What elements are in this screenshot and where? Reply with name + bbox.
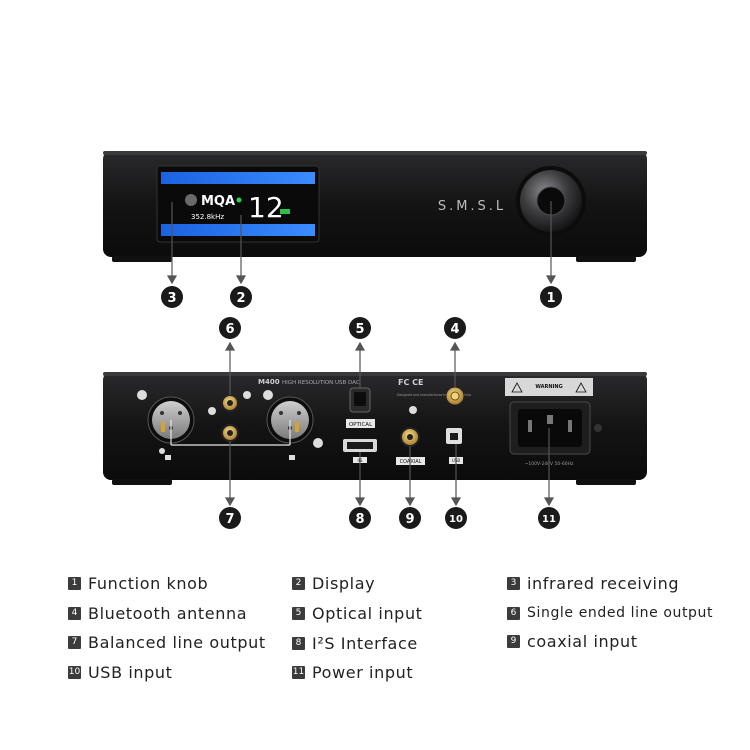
single-ended-output[interactable] (221, 394, 239, 442)
optical-input[interactable] (349, 387, 371, 413)
callout-4: 4 (444, 317, 466, 339)
svg-text:9: 9 (405, 512, 414, 527)
rear-leader-lines (224, 341, 555, 507)
display-rate: 352.8kHz (191, 213, 224, 221)
svg-text:5: 5 (355, 322, 364, 337)
callout-2: 2 (230, 286, 252, 308)
front-leader-lines (166, 201, 557, 285)
coaxial-label: COAXIAL (400, 459, 422, 465)
callout-8: 8 (349, 507, 371, 529)
rear-model: M400 (258, 378, 280, 386)
callout-7: 7 (219, 507, 241, 529)
callout-1: 1 (540, 286, 562, 308)
svg-text:2: 2 (236, 291, 245, 306)
callout-badges: 3 2 1 6 5 4 7 8 9 10 11 (161, 286, 562, 529)
display-format: MQA (201, 194, 235, 209)
screw-icon (137, 390, 147, 400)
brand-logo: S.M.S.L (438, 199, 506, 214)
svg-text:10: 10 (449, 514, 463, 525)
i2s-interface[interactable] (343, 439, 377, 452)
callout-5: 5 (349, 317, 371, 339)
screw-icon (159, 448, 165, 454)
svg-text:6: 6 (225, 322, 234, 337)
coaxial-input[interactable] (400, 427, 420, 447)
designed-note: Designed and manufactured by SMSL in Chi… (397, 393, 471, 397)
optical-label: OPTICAL (349, 422, 373, 428)
svg-text:4: 4 (450, 322, 459, 337)
svg-text:11: 11 (542, 514, 556, 525)
callout-9: 9 (399, 507, 421, 529)
rear-model-tagline: HIGH RESOLUTION USB DAC (282, 380, 360, 386)
bluetooth-antenna-connector[interactable] (445, 386, 465, 406)
warning-text: WARNING (535, 384, 562, 390)
callout-11: 11 (538, 507, 560, 529)
certification-marks: FC CE (398, 378, 423, 387)
svg-text:1: 1 (546, 291, 555, 306)
usb-input[interactable] (446, 428, 462, 444)
svg-text:3: 3 (167, 291, 176, 306)
warning-sticker: WARNING (505, 378, 593, 396)
rear-panel: M400 HIGH RESOLUTION USB DAC (103, 341, 647, 507)
front-panel: MQA 352.8kHz 12 S.M.S.L (103, 151, 647, 285)
svg-text:7: 7 (225, 512, 234, 527)
callout-10: 10 (445, 507, 467, 529)
display-volume: 12 (248, 191, 284, 224)
front-display: MQA 352.8kHz 12 (156, 165, 320, 243)
callout-3: 3 (161, 286, 183, 308)
svg-text:8: 8 (355, 512, 364, 527)
power-input[interactable] (509, 401, 591, 455)
callout-6: 6 (219, 317, 241, 339)
